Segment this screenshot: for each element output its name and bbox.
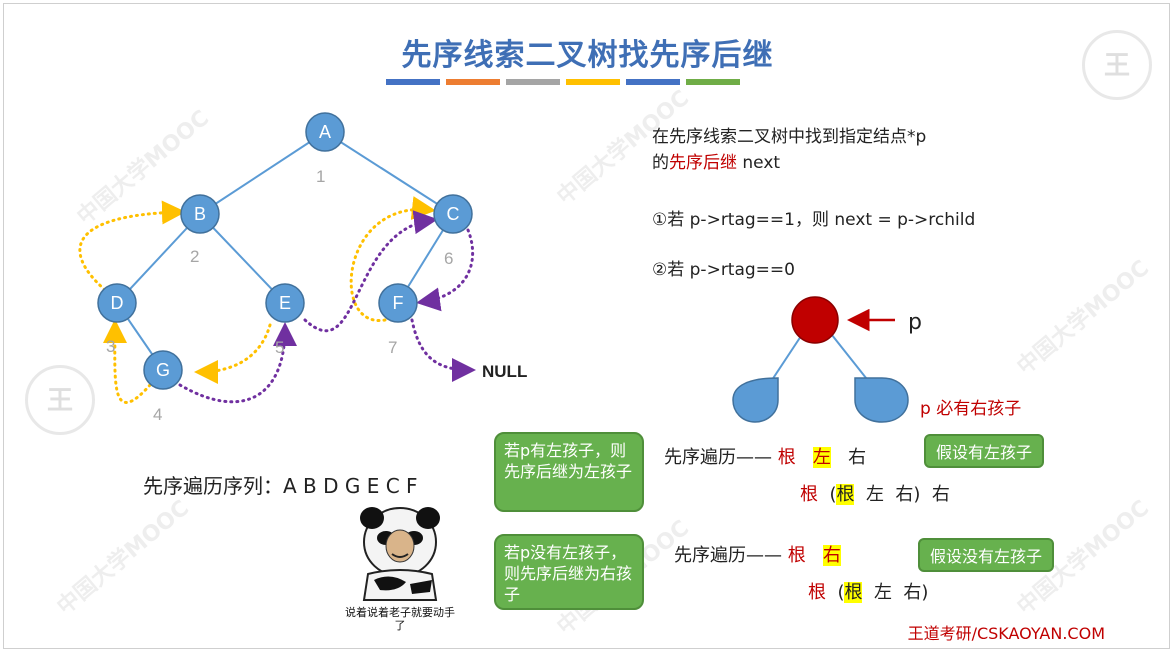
p-left-edge: [769, 329, 806, 384]
watermark-seal-icon: 王: [25, 365, 95, 435]
order-numbers: 1 2 6 3 5 7 4: [106, 167, 453, 424]
right-word: 右: [848, 447, 867, 468]
expanded-row-no-left: 根 (根 左 右): [808, 578, 928, 604]
left-word: 左: [865, 484, 884, 505]
order-number-c: 6: [444, 249, 453, 268]
traversal-sequence: 先序遍历序列：A B D G E C F: [143, 470, 418, 499]
preorder-label: 先序遍历——: [664, 447, 772, 468]
page-title: 先序线索二叉树找先序后继: [401, 38, 774, 73]
left-word: 左: [873, 582, 892, 603]
paren-open: (: [829, 484, 837, 505]
paren-close: ): [913, 484, 921, 505]
meme-caption: 说着说着老子就要动手了: [345, 606, 455, 632]
title-bar-4: [566, 79, 620, 85]
p-schematic: [732, 296, 909, 423]
node-c: C: [433, 194, 473, 234]
tag-assume-no-left-child: 假设没有左孩子: [918, 538, 1055, 572]
node-label: E: [279, 293, 291, 313]
order-number-f: 7: [388, 338, 397, 357]
tag-assume-left-child: 假设有左孩子: [924, 434, 1045, 468]
node-label: G: [156, 360, 170, 380]
p-left-subtree: [732, 377, 779, 423]
node-label: D: [111, 293, 124, 313]
title-bar-2: [446, 79, 500, 85]
p-right-edge: [827, 329, 871, 384]
thread-e-to-c: [303, 210, 438, 333]
node-label: A: [319, 122, 331, 142]
order-number-d: 3: [106, 337, 115, 356]
case-2-text: ②若 p->rtag==0: [652, 260, 795, 280]
p-label: p: [908, 310, 922, 335]
thread-g-to-d: [102, 319, 152, 404]
slide-frame: [3, 3, 1170, 649]
thread-f-to-c: [349, 196, 436, 322]
p-right-subtree: [854, 377, 909, 423]
right-word: 右: [903, 582, 922, 603]
expanded-row-has-left: 根 (根 左 右) 右: [800, 480, 950, 506]
null-label: NULL: [482, 362, 527, 381]
title-bar-1: [386, 79, 440, 85]
title-bar-5: [626, 79, 680, 85]
intro-highlight: 先序后继: [669, 153, 737, 173]
root-word: 根: [800, 484, 818, 505]
node-d: D: [97, 283, 137, 323]
edge-b-e: [199, 213, 286, 304]
node-label: C: [447, 204, 460, 224]
order-number-b: 2: [190, 247, 199, 266]
intro-prefix: 的: [652, 153, 669, 173]
node-label: F: [393, 293, 404, 313]
sub-root-word: 根: [844, 582, 863, 603]
root-word: 根: [787, 545, 806, 566]
right-word: 右: [895, 484, 914, 505]
intro-line-2: 的先序后继 next: [652, 148, 780, 173]
node-g: G: [143, 350, 183, 390]
case-1-text: ①若 p->rtag==1，则 next = p->rchild: [652, 210, 976, 230]
thread-d-to-b: [78, 200, 186, 292]
intro-suffix: next: [737, 153, 781, 173]
root-word: 根: [808, 582, 826, 603]
thread-f-to-null: [410, 318, 476, 382]
edge-a-b: [199, 131, 326, 215]
order-number-e: 5: [275, 338, 284, 357]
p-node: [791, 296, 839, 344]
callout-no-left-child: 若p没有左孩子，则先序后继为右孩子: [494, 534, 644, 610]
title-bar-6: [686, 79, 740, 85]
node-label: B: [194, 204, 206, 224]
tree-nodes: A B C D E F G: [97, 112, 473, 390]
edge-a-c: [324, 131, 454, 215]
traversal-value: A B D G E C F: [283, 474, 418, 498]
preorder-label: 先序遍历——: [674, 545, 782, 566]
preorder-row-has-left: 先序遍历—— 根 左 右: [664, 443, 866, 469]
thread-arrows: [78, 196, 476, 404]
node-f: F: [378, 283, 418, 323]
node-b: B: [180, 194, 220, 234]
paren-close: ): [921, 582, 929, 603]
has-right-child-text: p 必有右孩子: [920, 399, 1022, 419]
node-a: A: [305, 112, 345, 152]
right-word: 右: [931, 484, 950, 505]
right-word: 右: [822, 545, 841, 566]
sub-root-word: 根: [836, 484, 855, 505]
title-bar-3: [506, 79, 560, 85]
order-number-g: 4: [153, 405, 162, 424]
watermark-seal-icon: 王: [1082, 30, 1152, 100]
intro-line-1: 在先序线索二叉树中找到指定结点*p: [652, 127, 927, 147]
left-word: 左: [812, 447, 831, 468]
thread-e-to-g: [194, 323, 272, 384]
preorder-row-no-left: 先序遍历—— 根 右: [674, 541, 841, 567]
root-word: 根: [777, 447, 796, 468]
traversal-label: 先序遍历序列：: [143, 474, 283, 498]
meme-panda-image: [360, 507, 440, 601]
footer-brand: 王道考研/CSKAOYAN.COM: [907, 624, 1105, 643]
thread-g-to-e: [178, 322, 297, 404]
callout-has-left-child: 若p有左孩子，则先序后继为左孩子: [494, 432, 644, 512]
order-number-a: 1: [316, 167, 325, 186]
node-e: E: [265, 283, 305, 323]
paren-open: (: [837, 582, 845, 603]
edge-b-d: [116, 213, 201, 304]
